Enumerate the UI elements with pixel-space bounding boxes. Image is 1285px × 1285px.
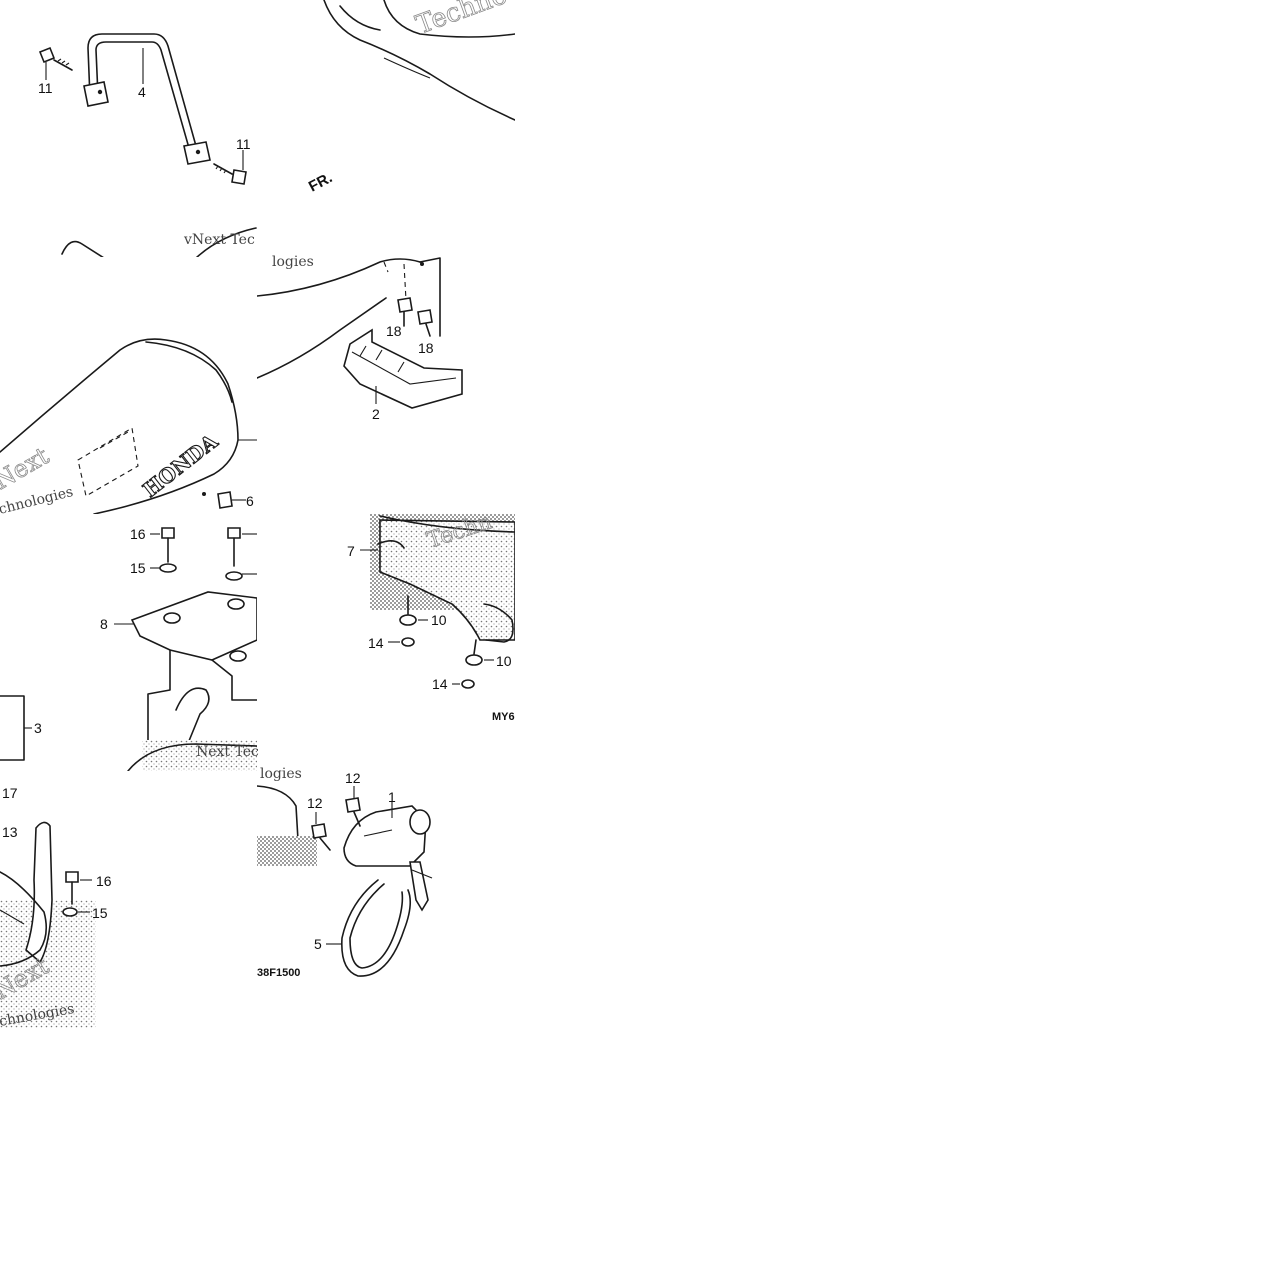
tile-grab-rail [38, 33, 257, 257]
bolt-18-a [397, 297, 413, 327]
tile-hinge-plate [0, 821, 96, 1028]
nut-14-b [461, 679, 475, 689]
watermark-middle-a: Next [0, 442, 54, 496]
callout-14-a: 14 [368, 635, 384, 651]
bolt-16-washer-15-a [159, 527, 177, 573]
screw-12-b [311, 823, 331, 851]
seat-outline [0, 338, 239, 514]
callout-13: 13 [2, 824, 18, 840]
rear-grip-2 [343, 328, 463, 409]
callout-1: 1 [388, 789, 396, 805]
tile-seat-rear [323, 0, 515, 121]
watermark-lower-mid: Next Tec [196, 744, 259, 760]
callout-2: 2 [372, 406, 380, 422]
callout-8: 8 [100, 616, 108, 632]
callout-3: 3 [34, 720, 42, 736]
front-direction-label: FR. [306, 169, 335, 195]
screw-12-a [345, 797, 361, 827]
callout-7: 7 [347, 543, 355, 559]
bolt-11-right [213, 163, 247, 185]
helmet-cable-5 [341, 879, 412, 977]
callout-labels: 11 4 11 18 18 2 6 16 15 8 7 10 14 10 14 … [2, 80, 512, 952]
grab-rail-bracket-rear [83, 81, 109, 107]
hinge-plate-13 [25, 821, 53, 964]
callout-12-b: 12 [307, 795, 323, 811]
bolt-18-b [417, 309, 433, 337]
nut-14-a [401, 637, 415, 647]
tile-seat [0, 338, 257, 514]
callout-16-a: 16 [130, 526, 146, 542]
callout-18-b: 18 [418, 340, 434, 356]
watermark-bottom-mid: logies [260, 766, 302, 782]
watermark-left-a: vNext Tec [183, 232, 255, 248]
callout-11-right: 11 [236, 136, 251, 152]
callout-6: 6 [246, 493, 254, 509]
callout-16-b: 16 [96, 873, 112, 889]
bolt-11-left [38, 46, 73, 71]
diagram-code-bottom: 38F1500 [257, 967, 300, 979]
callout-12-a: 12 [345, 770, 361, 786]
helmet-lock-1 [343, 805, 427, 867]
callout-11-left: 11 [38, 80, 53, 96]
callout-10-b: 10 [496, 653, 512, 669]
nut-10-b [465, 639, 483, 666]
seat-rubber-6 [217, 491, 233, 509]
grab-rail [87, 33, 197, 147]
callout-15-a: 15 [130, 560, 146, 576]
tile-rear-grip [257, 257, 463, 409]
callout-17: 17 [2, 785, 18, 801]
bracket-8 [130, 591, 257, 661]
diagram-code-mid: MY6 [492, 711, 515, 723]
callout-18-a: 18 [386, 323, 402, 339]
callout-10-a: 10 [431, 612, 447, 628]
tile-bracket [0, 527, 257, 771]
watermark-top-right: Techno [412, 0, 511, 41]
bolt-16-washer-15-b [225, 527, 243, 581]
bolt-16-washer-15-c [62, 871, 79, 917]
tile-seat-hinge [360, 514, 515, 689]
callout-14-b: 14 [432, 676, 448, 692]
nut-10-a [399, 595, 417, 626]
grab-rail-inner [95, 41, 190, 149]
callout-5: 5 [314, 936, 322, 952]
tile-helmet-lock [257, 785, 433, 977]
watermark-left-b: logies [272, 254, 314, 270]
seat-brand-mark: HONDA [138, 429, 222, 502]
callout-15-b: 15 [92, 905, 108, 921]
callout-4: 4 [138, 84, 146, 100]
